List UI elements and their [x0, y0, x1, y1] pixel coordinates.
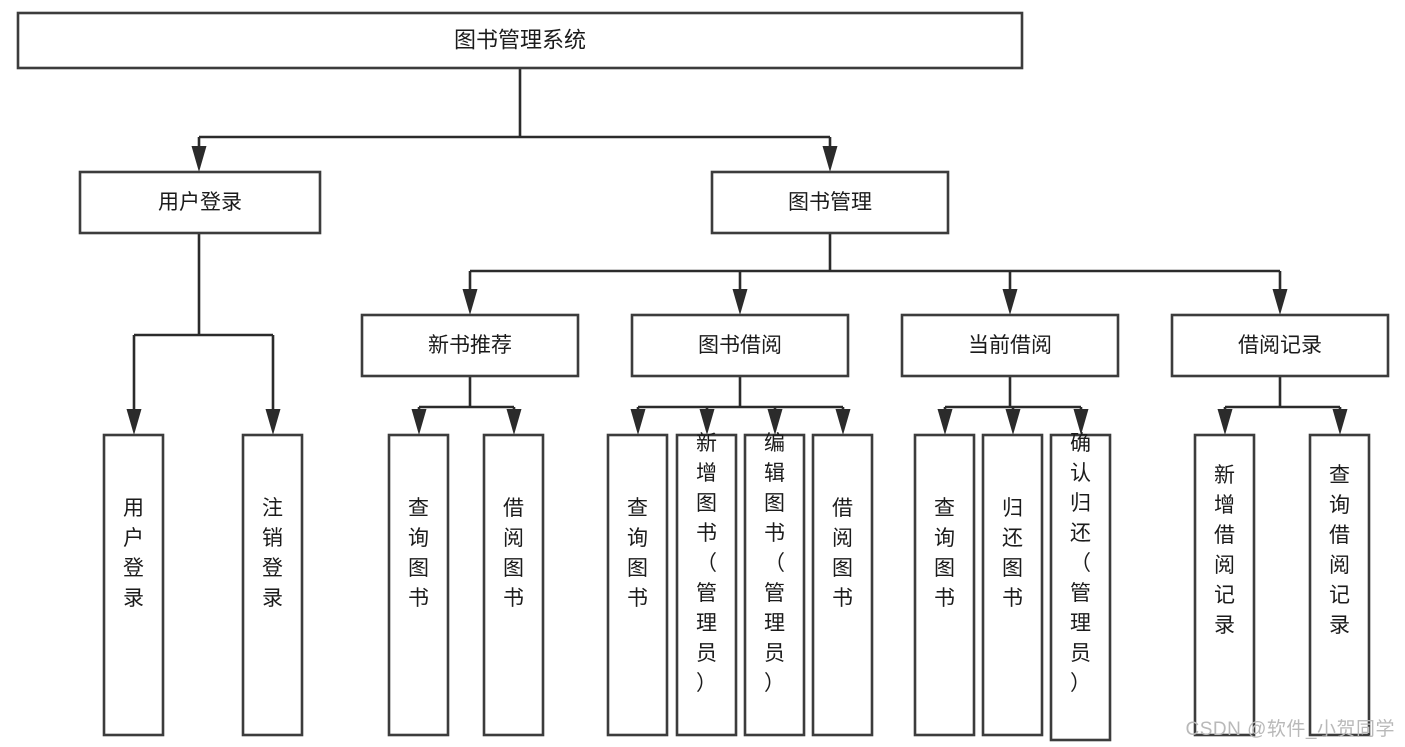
node-label-leaf-query-book-1: 查询图书: [408, 497, 429, 610]
node-box-leaf-user-login[interactable]: [102, 433, 165, 737]
node-box-borrow-record[interactable]: [1170, 313, 1390, 378]
node-box-current-borrow[interactable]: [900, 313, 1120, 378]
node-label-leaf-user-login: 用户登录: [123, 497, 144, 610]
node-label-new-book-recommend: 新书推荐: [428, 334, 512, 357]
arrow-head-icon-borrow-record-1: [1332, 409, 1348, 435]
node-box-leaf-query-book-2[interactable]: [606, 433, 669, 737]
arrow-head-icon-new-book-recommend-1: [506, 409, 522, 435]
node-box-root[interactable]: [16, 11, 1024, 70]
node-box-book-borrow[interactable]: [630, 313, 850, 378]
arrow-head-icon-level2-3: [1272, 289, 1288, 315]
arrow-head-icon-book-borrow-1: [699, 409, 715, 435]
arrow-head-icon-current-borrow-1: [1005, 409, 1021, 435]
node-label-leaf-borrow-book-2: 借阅图书: [832, 497, 853, 610]
node-label-leaf-borrow-book-1: 借阅图书: [503, 497, 524, 610]
node-label-borrow-record: 借阅记录: [1238, 334, 1322, 357]
arrow-head-icon-user-login-0: [126, 409, 142, 435]
node-box-leaf-return-book[interactable]: [981, 433, 1044, 737]
node-box-leaf-borrow-book-1[interactable]: [482, 433, 545, 737]
node-label-leaf-logout: 注销登录: [262, 497, 283, 610]
node-box-leaf-add-book-admin[interactable]: [675, 433, 738, 737]
nodes-layer: 图书管理系统用户登录图书管理新书推荐图书借阅当前借阅借阅记录用户登录注销登录查询…: [16, 11, 1390, 742]
arrow-head-icon-user-login-1: [265, 409, 281, 435]
arrow-head-icon-book-borrow-2: [767, 409, 783, 435]
node-label-current-borrow: 当前借阅: [968, 334, 1052, 357]
node-label-leaf-query-borrow-record: 查询借阅记录: [1329, 464, 1350, 637]
node-box-leaf-borrow-book-2[interactable]: [811, 433, 874, 737]
connectors-layer: [126, 68, 1348, 435]
arrow-head-icon-level1-0: [191, 146, 207, 172]
arrow-head-icon-current-borrow-0: [937, 409, 953, 435]
node-box-book-management[interactable]: [710, 170, 950, 235]
node-label-leaf-edit-book-admin: 编辑图书（管理员）: [764, 432, 785, 695]
node-box-user-login[interactable]: [78, 170, 322, 235]
node-label-leaf-add-book-admin: 新增图书（管理员）: [696, 432, 717, 695]
node-label-leaf-query-book-3: 查询图书: [934, 497, 955, 610]
node-label-user-login: 用户登录: [158, 191, 242, 214]
node-box-leaf-query-book-1[interactable]: [387, 433, 450, 737]
node-box-new-book-recommend[interactable]: [360, 313, 580, 378]
node-label-book-management: 图书管理: [788, 191, 872, 214]
watermark-text: CSDN @软件_小贺同学: [1185, 719, 1395, 740]
arrow-head-icon-level2-2: [1002, 289, 1018, 315]
node-box-leaf-edit-book-admin[interactable]: [743, 433, 806, 737]
node-label-root: 图书管理系统: [454, 27, 586, 52]
arrow-head-icon-new-book-recommend-0: [411, 409, 427, 435]
node-box-leaf-confirm-return-admin[interactable]: [1049, 433, 1112, 742]
node-label-leaf-confirm-return-admin: 确认归还（管理员）: [1070, 432, 1091, 695]
arrow-head-icon-level1-1: [822, 146, 838, 172]
node-label-leaf-add-borrow-record: 新增借阅记录: [1214, 464, 1235, 637]
arrow-head-icon-book-borrow-0: [630, 409, 646, 435]
node-box-leaf-logout[interactable]: [241, 433, 304, 737]
arrow-head-icon-current-borrow-2: [1073, 409, 1089, 435]
node-box-leaf-add-borrow-record[interactable]: [1193, 433, 1256, 737]
node-box-leaf-query-borrow-record[interactable]: [1308, 433, 1371, 737]
node-label-leaf-query-book-2: 查询图书: [627, 497, 648, 610]
arrow-head-icon-borrow-record-0: [1217, 409, 1233, 435]
arrow-head-icon-book-borrow-3: [835, 409, 851, 435]
arrow-head-icon-level2-1: [732, 289, 748, 315]
node-label-leaf-return-book: 归还图书: [1002, 497, 1023, 610]
node-box-leaf-query-book-3[interactable]: [913, 433, 976, 737]
arrow-head-icon-level2-0: [462, 289, 478, 315]
node-label-book-borrow: 图书借阅: [698, 334, 782, 357]
